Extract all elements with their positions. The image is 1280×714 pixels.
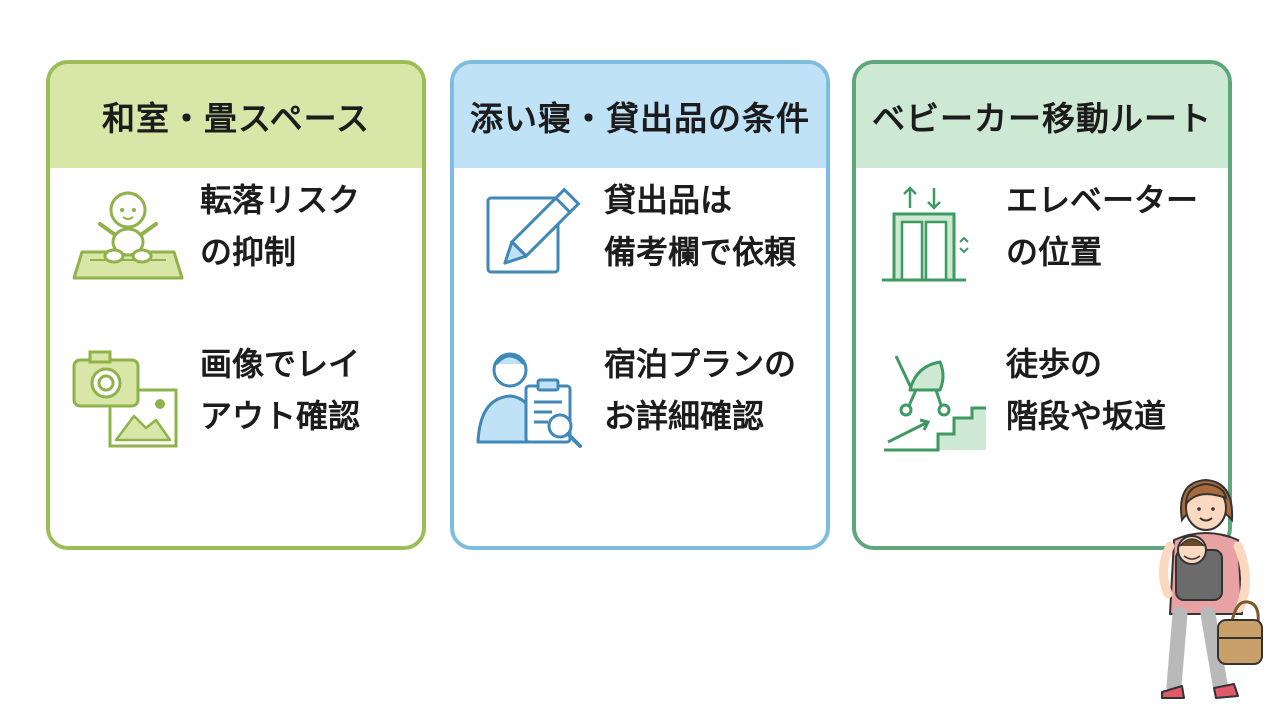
item-text: 貸出品は備考欄で依頼 — [604, 181, 797, 271]
pencil-note-icon — [486, 187, 581, 274]
card-title: 添い寝・貸出品の条件 — [454, 64, 826, 168]
list-item: 貸出品は備考欄で依頼 — [454, 174, 826, 294]
list-item: 宿泊プランのお詳細確認 — [454, 338, 826, 458]
list-item: エレベーターの位置 — [856, 174, 1228, 294]
baby-on-mat-icon — [72, 191, 184, 280]
card-title: ベビーカー移動ルート — [856, 64, 1228, 168]
mother-with-baby-icon — [1159, 478, 1263, 699]
list-item: 徒歩の階段や坂道 — [856, 338, 1228, 458]
card-tatami: 和室・畳スペース 転落リスクの抑制 — [46, 60, 426, 550]
person-clipboard-search-icon — [476, 352, 582, 448]
card-stroller-route: ベビーカー移動ルート エレベーターの位置 — [852, 60, 1232, 550]
item-text: 転落リスクの抑制 — [200, 181, 361, 271]
item-text: 徒歩の階段や坂道 — [1006, 345, 1167, 435]
card-title: 和室・畳スペース — [50, 64, 422, 168]
list-item: 転落リスクの抑制 — [50, 174, 422, 294]
item-text: 宿泊プランのお詳細確認 — [604, 345, 797, 435]
card-co-sleeping: 添い寝・貸出品の条件 貸出品は備考欄で依頼 宿泊プラ — [450, 60, 830, 550]
item-text: エレベーターの位置 — [1006, 181, 1199, 271]
camera-photo-icon — [72, 350, 178, 448]
list-item: 画像でレイアウト確認 — [50, 338, 422, 458]
elevator-icon — [882, 186, 969, 282]
stroller-stairs-icon — [884, 355, 986, 452]
item-text: 画像でレイアウト確認 — [200, 345, 361, 435]
